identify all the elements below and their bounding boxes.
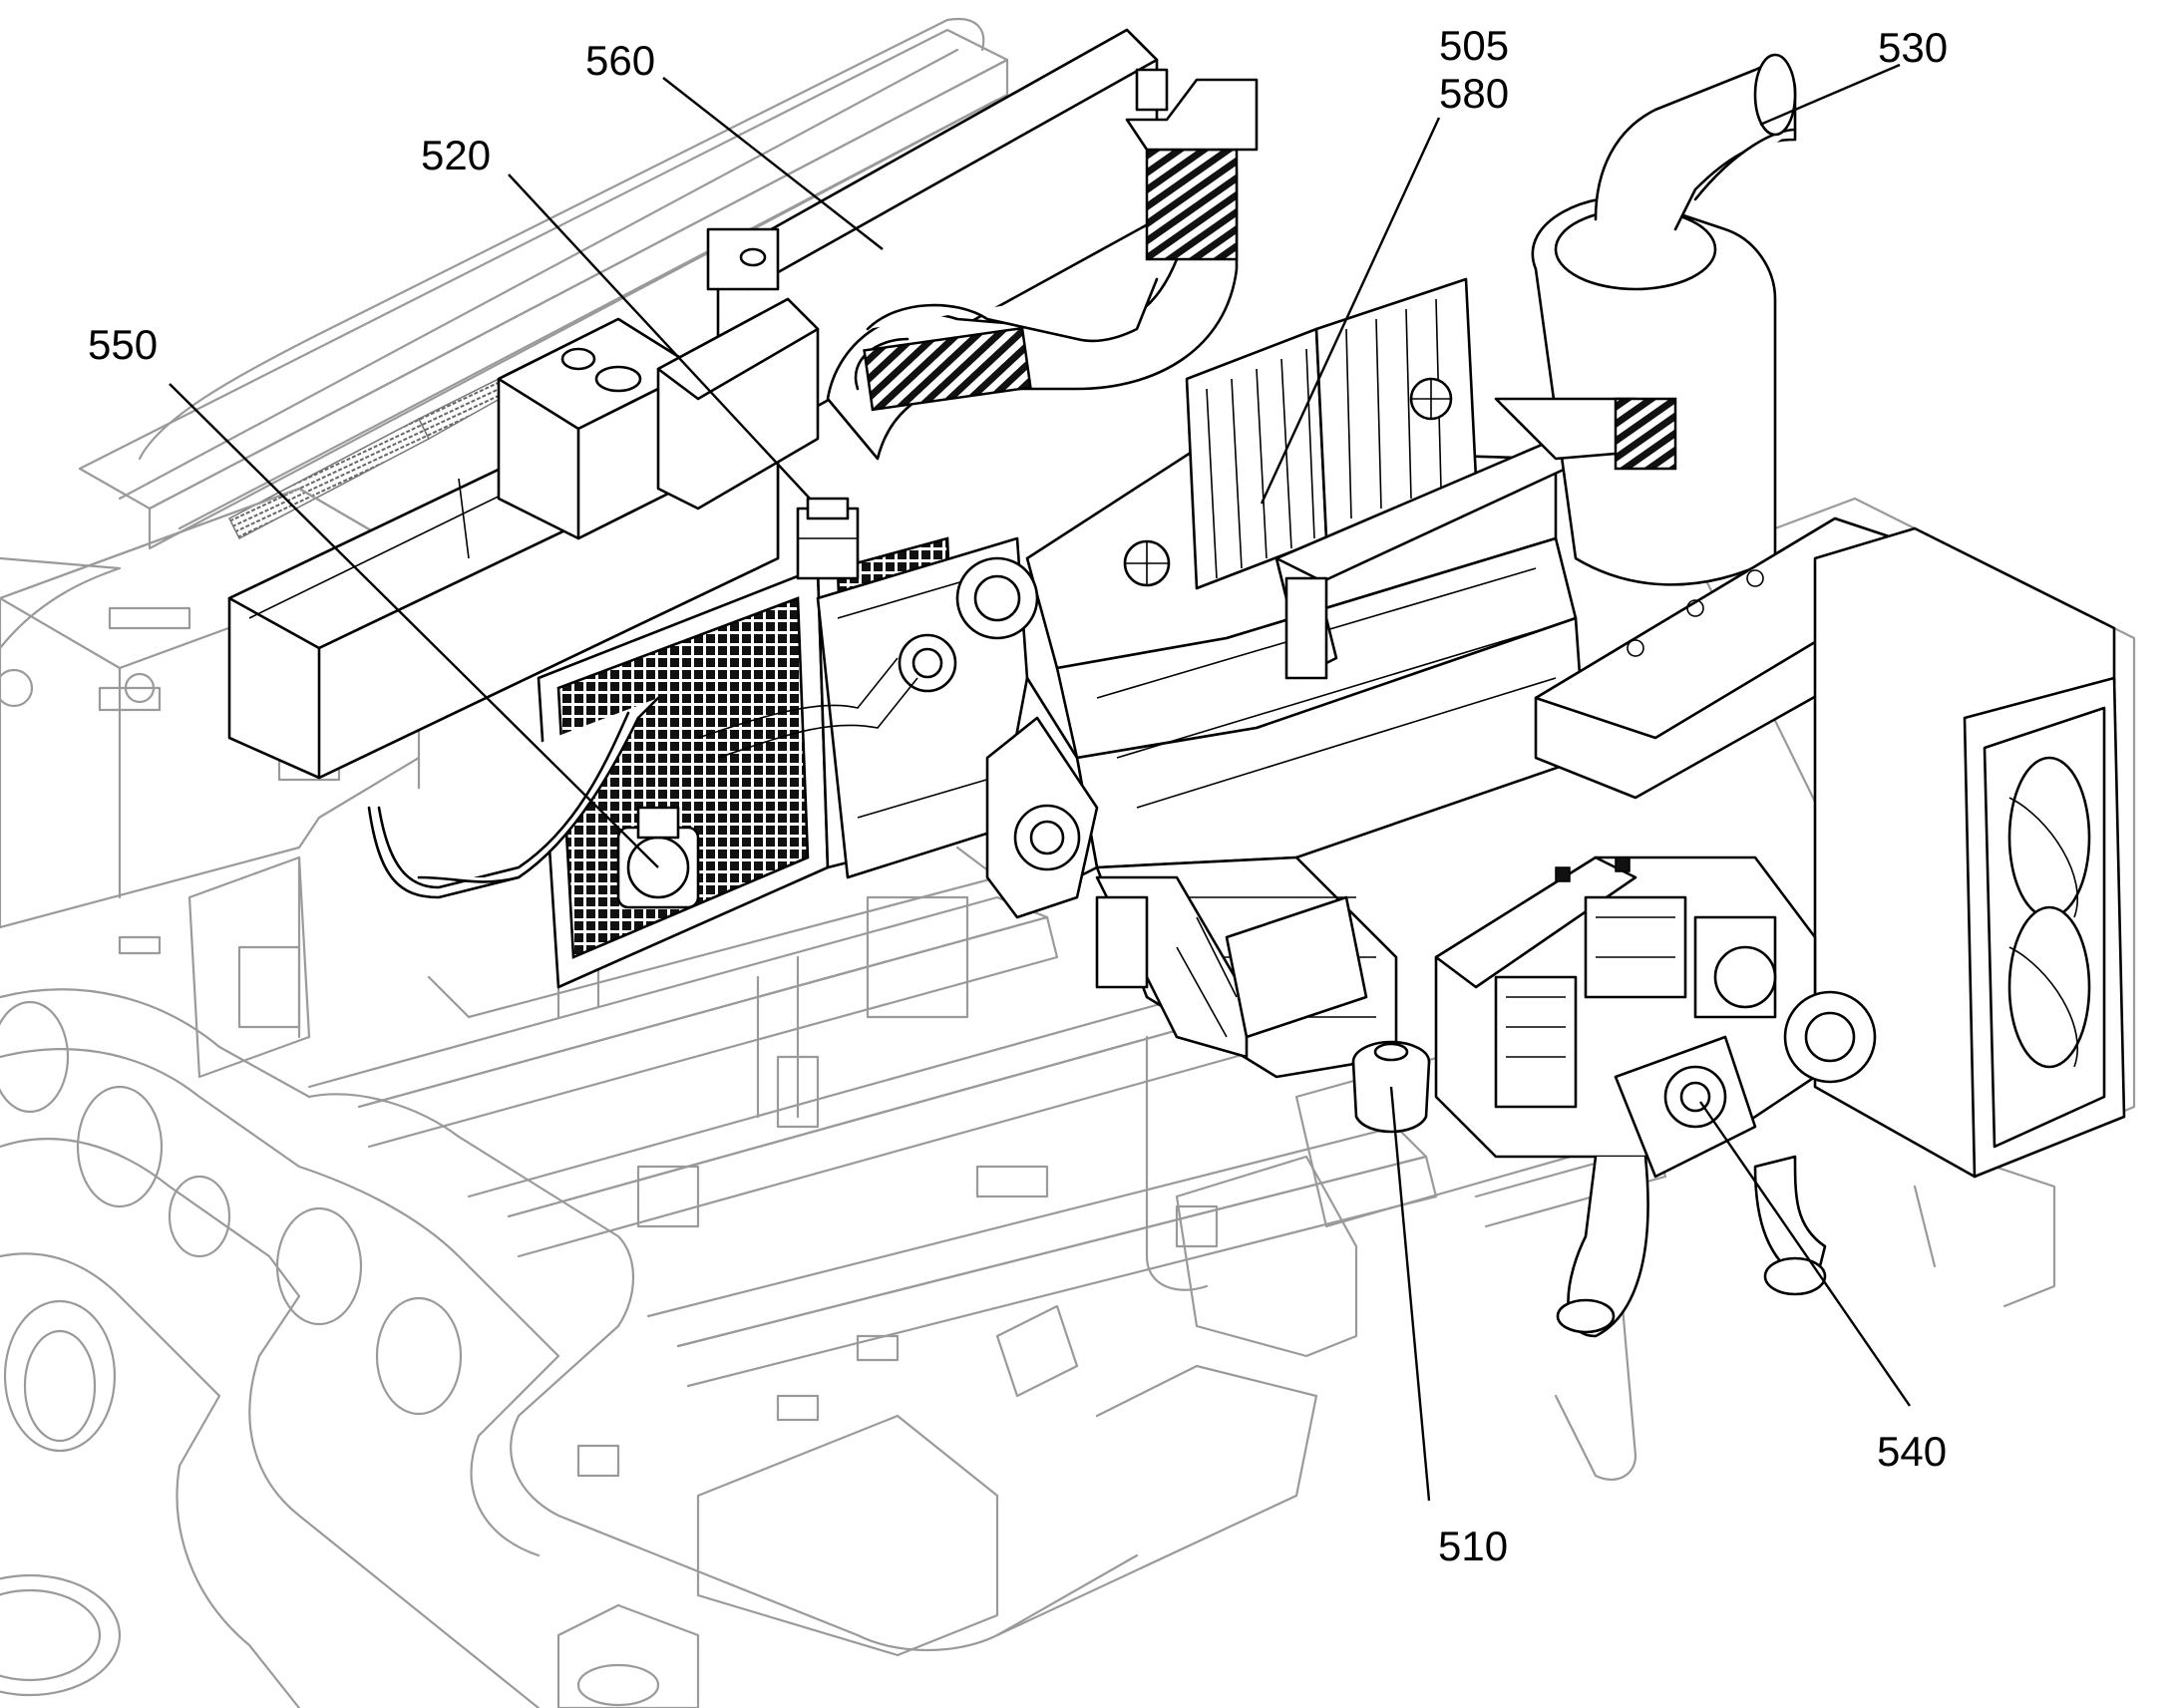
leader-560 bbox=[662, 77, 884, 250]
label-540: 540 bbox=[1877, 1428, 1947, 1475]
label-530: 530 bbox=[1878, 24, 1948, 71]
label-510: 510 bbox=[1438, 1523, 1508, 1569]
label-560: 560 bbox=[585, 37, 655, 84]
aftercooler bbox=[1813, 526, 2126, 1179]
leader-540 bbox=[1699, 1101, 1911, 1407]
leader-510 bbox=[1389, 1086, 1431, 1502]
chassis-frame bbox=[0, 17, 2136, 1708]
label-550: 550 bbox=[88, 321, 158, 368]
valve-block-520 bbox=[796, 497, 860, 580]
hoses bbox=[367, 657, 918, 899]
label-505: 505 bbox=[1439, 22, 1509, 69]
hydraulic-pump-group bbox=[1434, 855, 1877, 1338]
engine-block bbox=[898, 277, 1588, 1079]
intake-piping bbox=[826, 78, 1259, 461]
exhaust-system bbox=[1494, 53, 1797, 586]
leader-505-580 bbox=[1260, 117, 1441, 505]
leader-530 bbox=[1759, 63, 1901, 127]
leader-550 bbox=[169, 383, 659, 868]
filter-box bbox=[656, 297, 820, 511]
cover-560 bbox=[706, 28, 1169, 441]
leader-lines bbox=[169, 63, 1911, 1502]
reference-labels: 560 520 550 505 580 530 540 510 bbox=[88, 22, 1948, 1569]
leader-520 bbox=[508, 173, 811, 500]
label-520: 520 bbox=[421, 132, 491, 178]
label-580: 580 bbox=[1439, 70, 1509, 117]
